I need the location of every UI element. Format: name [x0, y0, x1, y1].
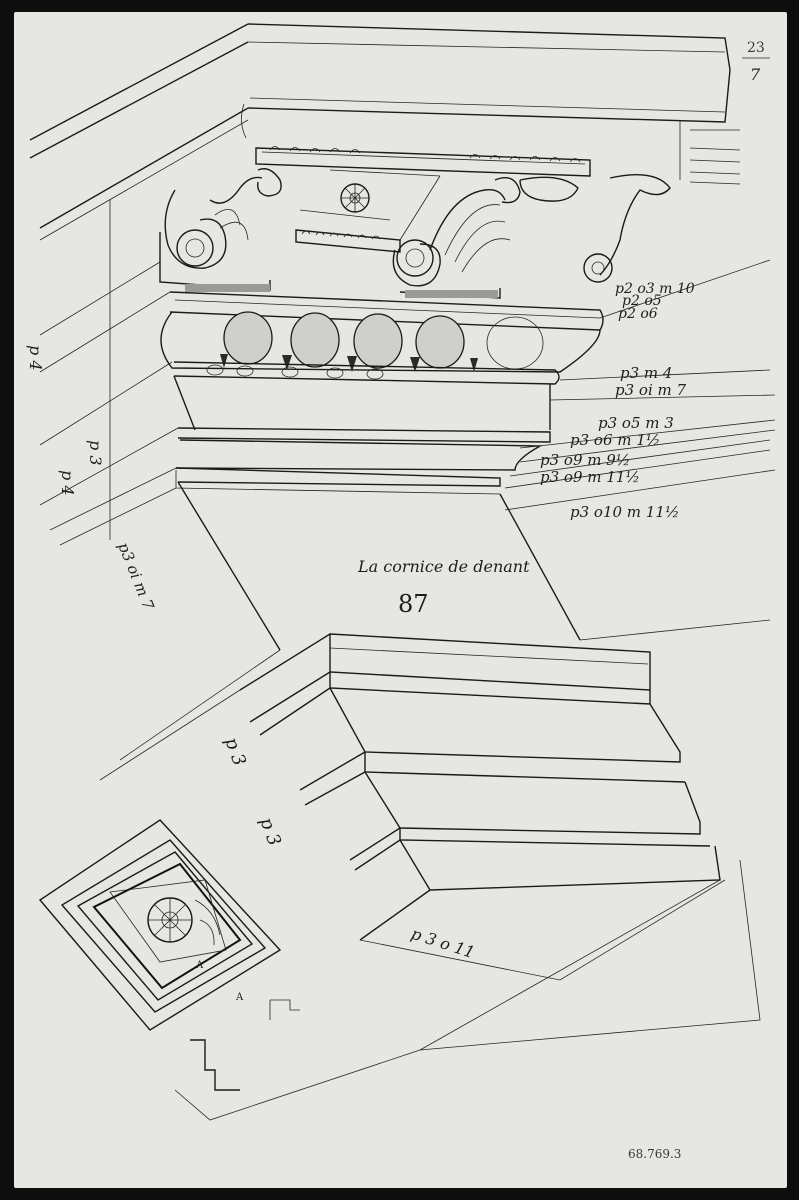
- volute-right: [392, 173, 671, 287]
- paper-sheet: [14, 12, 787, 1188]
- pedestal-block: [99, 619, 771, 1051]
- folio-top: 23: [747, 40, 765, 56]
- annotation-2: p3 oi m 7: [615, 381, 687, 399]
- left-annotation-group: p 4 p3 oi m 7 p 3 p 4: [26, 345, 158, 613]
- accession-number: 68.769.3: [628, 1147, 681, 1161]
- coffer-detail: A: [38, 819, 282, 1031]
- annotation-1: p3 m 4: [620, 364, 672, 382]
- soffit-rosette: [340, 183, 370, 213]
- capital-annotation-2: p2 o5: [622, 293, 662, 309]
- left-annotation-3: p 3: [86, 440, 105, 466]
- annotation-3: p3 o5 m 3: [598, 414, 674, 432]
- profile-label-a: A: [235, 992, 244, 1003]
- profile-section: A: [174, 992, 421, 1121]
- left-receding-lines: [39, 200, 179, 546]
- left-annotation-2: p3 oi m 7: [114, 540, 157, 613]
- abacus-band: [255, 146, 591, 253]
- capital-annotation-3: p2 o6: [618, 306, 658, 322]
- cornice-top: [29, 23, 731, 241]
- annotation-6: p3 o9 m 11½: [540, 468, 640, 486]
- coffer-label-a: A: [195, 960, 204, 971]
- annotation-5: p3 o9 m 9½: [540, 451, 630, 469]
- caption: La cornice de denant: [357, 557, 530, 576]
- base-annotation-2: p 3: [255, 815, 285, 849]
- right-dimension-leaders: [504, 120, 776, 511]
- capital-annotation-1: p2 o3 m 10: [615, 281, 695, 297]
- volute-left: [164, 168, 282, 269]
- right-annotation-group: p3 m 4 p3 oi m 7 p3 o5 m 3 p3 o6 m 1½ p3…: [540, 281, 695, 521]
- annotation-4: p3 o6 m 1½: [570, 431, 660, 449]
- echinus-egg-and-dart: [160, 311, 601, 385]
- column-mouldings: [173, 375, 581, 651]
- left-annotation-1: p 4: [26, 345, 45, 371]
- left-annotation-4: p 4: [58, 470, 77, 496]
- capital-face: [159, 232, 604, 331]
- base-annotation-1: p 3: [220, 735, 250, 769]
- plate-number: 87: [398, 590, 429, 618]
- annotation-7: p3 o10 m 11½: [570, 503, 679, 521]
- folio-bottom: 7: [750, 65, 761, 84]
